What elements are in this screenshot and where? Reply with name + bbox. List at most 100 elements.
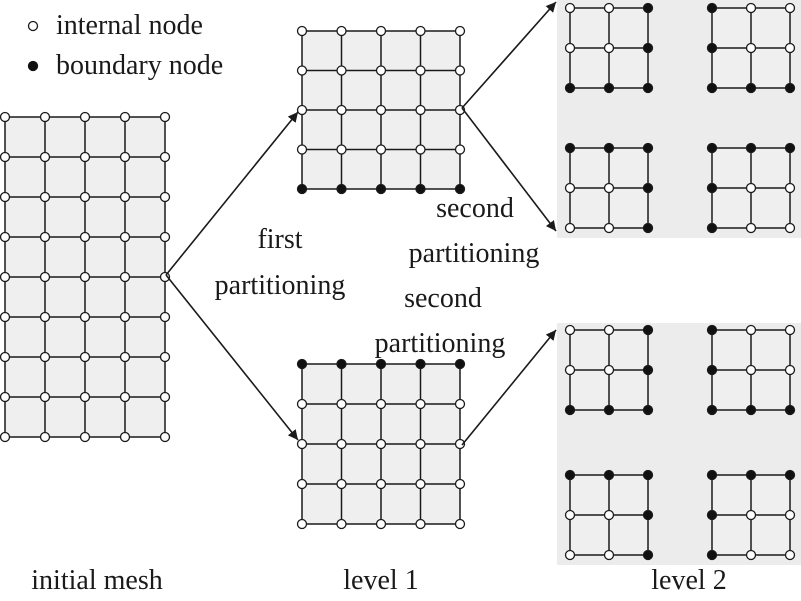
boundary-node [745,469,757,481]
internal-node [119,311,131,323]
internal-node [784,509,796,521]
internal-node [159,191,171,203]
internal-node [39,311,51,323]
internal-node [454,438,466,450]
internal-node [79,191,91,203]
first-partitioning-label-line2: partitioning [215,270,346,301]
internal-node [0,111,11,123]
internal-node [0,351,11,363]
internal-node [159,271,171,283]
internal-node [0,311,11,323]
internal-node [79,231,91,243]
boundary-node [642,324,654,336]
boundary-node [336,358,347,370]
internal-node [0,271,11,283]
boundary-node [564,142,576,154]
internal-node [603,222,615,234]
boundary-node [784,404,796,416]
arrow-first-partition-up [165,111,299,276]
internal-node [159,391,171,403]
internal-node [296,518,308,530]
internal-node [159,231,171,243]
boundary-node [706,222,718,234]
internal-node [79,151,91,163]
internal-node [375,25,387,37]
internal-node [564,549,576,561]
internal-node [336,65,347,76]
internal-node [159,151,171,163]
internal-node [564,2,576,14]
internal-node [745,182,757,194]
internal-node [415,398,426,410]
boundary-node [745,404,757,416]
internal-node [415,65,426,76]
boundary-node [706,182,718,194]
internal-node [0,391,11,403]
boundary-node [706,142,718,154]
boundary-node [642,142,654,154]
arrow-second-bottom-up [461,329,557,446]
arrow-first-partition-down [165,274,299,441]
internal-node [415,25,426,37]
boundary-node [415,183,426,195]
internal-node [159,311,171,323]
internal-node [564,42,576,54]
level2-bottom-a [564,324,654,416]
boundary-node [642,469,654,481]
internal-node [745,364,757,376]
internal-node [296,398,308,410]
internal-node [375,438,387,450]
internal-node [39,191,51,203]
level2-bottom-c [564,469,654,561]
internal-node [603,364,615,376]
internal-node [603,324,615,336]
internal-node [375,518,387,530]
second-partitioning-bottom-line2: partitioning [375,328,506,359]
level2-label: level 2 [651,565,726,596]
internal-node [159,431,171,443]
legend-internal-label: internal node [56,10,203,41]
internal-node [39,431,51,443]
internal-node [375,398,387,410]
boundary-node [642,549,654,561]
boundary-node [642,42,654,54]
internal-node [415,438,426,450]
internal-node [454,65,466,76]
internal-node [79,351,91,363]
internal-node [336,25,347,37]
internal-node [296,25,308,37]
internal-node [784,2,796,14]
internal-node [79,271,91,283]
internal-node [159,351,171,363]
boundary-node [784,82,796,94]
legend-boundary-node-icon [27,60,39,72]
level2-top-a [564,2,654,94]
boundary-node [454,183,466,195]
boundary-node [642,182,654,194]
internal-node [39,111,51,123]
internal-node [0,151,11,163]
second-partitioning-top-line2: partitioning [409,238,540,269]
internal-node [745,222,757,234]
internal-node [79,311,91,323]
boundary-node [745,82,757,94]
boundary-node [375,358,387,370]
legend: internal node boundary node [27,10,223,81]
level2-bottom-d [706,469,796,561]
boundary-node [336,183,347,195]
boundary-node [706,469,718,481]
boundary-node [564,469,576,481]
internal-node [296,104,308,116]
boundary-node [603,142,615,154]
internal-node [603,42,615,54]
internal-node [336,144,347,155]
internal-node [745,324,757,336]
boundary-node [706,82,718,94]
boundary-node [642,509,654,521]
internal-node [79,391,91,403]
internal-node [336,398,347,410]
internal-node [454,398,466,410]
internal-node [336,438,347,450]
boundary-node [706,2,718,14]
internal-node [336,104,347,116]
